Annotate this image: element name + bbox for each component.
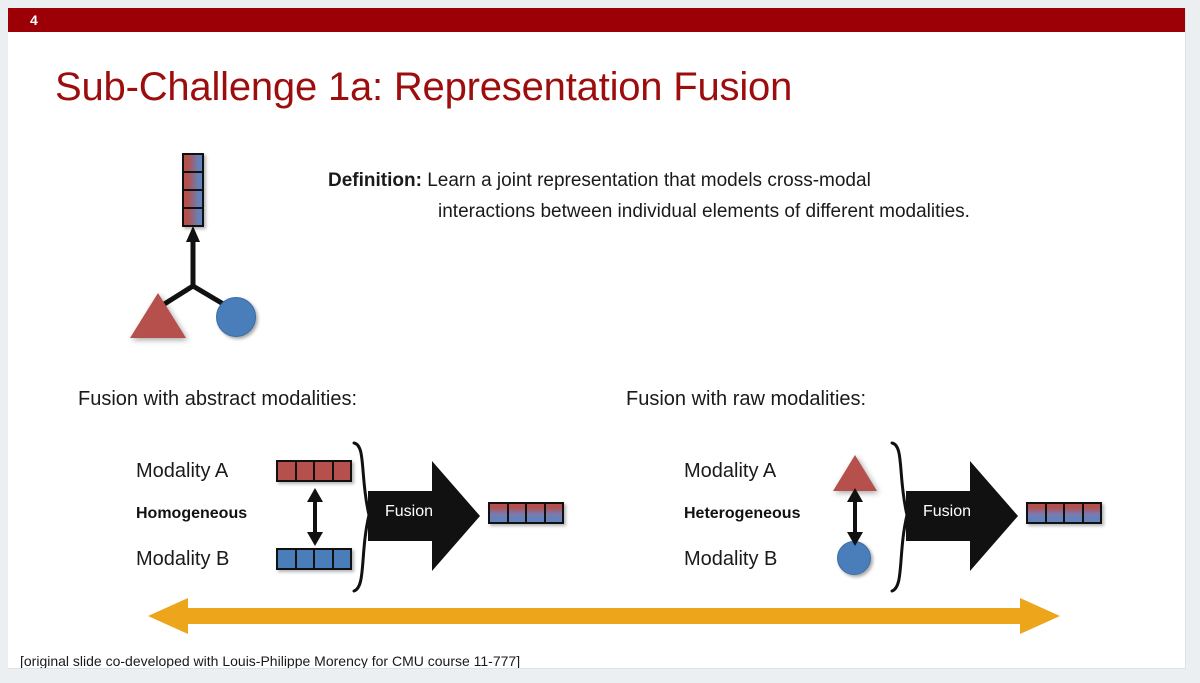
spectrum-double-arrow-icon bbox=[148, 598, 1060, 634]
vector-cell bbox=[527, 504, 546, 522]
modality-b-label: Modality B bbox=[684, 548, 778, 570]
vector-cell bbox=[296, 550, 315, 568]
modality-a-triangle-icon bbox=[833, 455, 877, 491]
vector-cell bbox=[184, 173, 202, 191]
modality-a-label: Modality A bbox=[136, 460, 229, 482]
bidirectional-arrow-icon bbox=[847, 488, 863, 546]
page-number: 4 bbox=[30, 12, 38, 28]
panel-abstract-modalities: Modality A Homogeneous Modality B bbox=[128, 441, 564, 593]
relation-label-homogeneous: Homogeneous bbox=[136, 505, 248, 522]
vector-cell bbox=[333, 462, 350, 480]
footer-credit: [original slide co-developed with Louis-… bbox=[20, 653, 521, 669]
modality-a-vector bbox=[276, 460, 352, 482]
slide-canvas: 4 Sub-Challenge 1a: Representation Fusio… bbox=[8, 8, 1186, 669]
vector-cell bbox=[278, 462, 297, 480]
vector-cell bbox=[315, 462, 334, 480]
fused-representation-vector bbox=[182, 153, 204, 227]
relation-label-heterogeneous: Heterogeneous bbox=[684, 505, 801, 522]
vector-cell bbox=[1065, 504, 1084, 522]
fusion-arrow-shape bbox=[906, 461, 1018, 571]
vector-cell bbox=[184, 155, 202, 173]
definition-line-1: Learn a joint representation that models… bbox=[421, 170, 871, 191]
vector-cell bbox=[508, 504, 527, 522]
definition-label: Definition: bbox=[328, 170, 422, 191]
modality-b-label: Modality B bbox=[136, 548, 230, 570]
fused-output-vector bbox=[488, 502, 564, 524]
modality-a-label: Modality A bbox=[684, 460, 777, 482]
vector-cell bbox=[1046, 504, 1065, 522]
vector-cell bbox=[545, 504, 562, 522]
bidirectional-arrow-icon bbox=[307, 488, 323, 546]
header-bar: 4 bbox=[8, 8, 1185, 32]
vector-cell bbox=[296, 462, 315, 480]
representation-fusion-diagram bbox=[108, 138, 318, 348]
definition-line-2: interactions between individual elements… bbox=[438, 201, 970, 222]
vector-cell bbox=[333, 550, 350, 568]
modality-b-vector bbox=[276, 548, 352, 570]
vector-cell bbox=[490, 504, 509, 522]
modality-b-circle-icon bbox=[837, 541, 871, 575]
page-title: Sub-Challenge 1a: Representation Fusion bbox=[55, 65, 793, 109]
vector-cell bbox=[278, 550, 297, 568]
modality-a-triangle-icon bbox=[130, 293, 186, 338]
vector-cell bbox=[1028, 504, 1047, 522]
fusion-arrow: Fusion bbox=[368, 461, 480, 571]
definition-block: Definition: Learn a joint representation… bbox=[328, 165, 1185, 227]
section-heading-abstract: Fusion with abstract modalities: bbox=[78, 388, 358, 410]
vector-cell bbox=[184, 191, 202, 209]
section-heading-raw: Fusion with raw modalities: bbox=[626, 388, 867, 410]
vector-cell bbox=[1083, 504, 1100, 522]
modality-b-circle-icon bbox=[216, 297, 256, 337]
panel-raw-modalities: Modality A Heterogeneous Modality B Fusi… bbox=[678, 441, 1102, 593]
fusion-arrow-shape bbox=[368, 461, 480, 571]
fused-output-vector bbox=[1026, 502, 1102, 524]
vector-cell bbox=[315, 550, 334, 568]
vector-cell bbox=[184, 209, 202, 225]
fusion-arrow: Fusion bbox=[906, 461, 1018, 571]
